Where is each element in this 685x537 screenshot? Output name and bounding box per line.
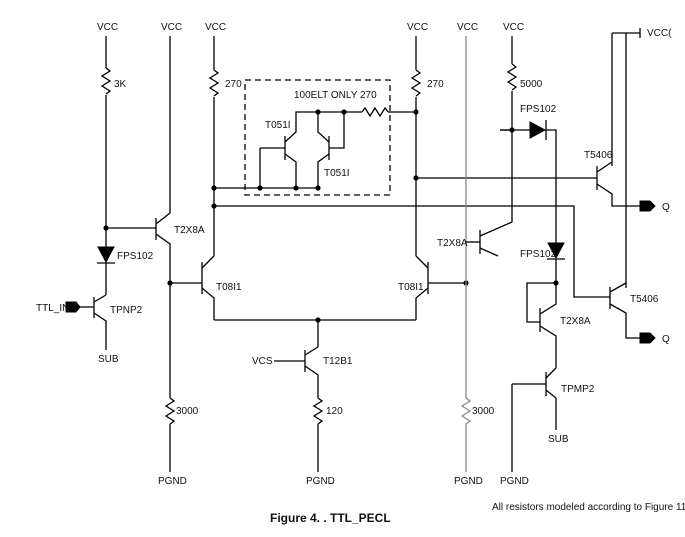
vcs-label: VCS bbox=[252, 356, 273, 367]
t12b1-emitter bbox=[304, 365, 319, 398]
vcc-label-4: VCC bbox=[407, 22, 428, 33]
t2x8a-top-label: T2X8A bbox=[174, 225, 205, 236]
vcc-label-6: VCC bbox=[503, 22, 524, 33]
ttl-in-arrow-icon bbox=[65, 301, 81, 313]
resistor-270-left bbox=[208, 69, 220, 97]
t5406-top-collector bbox=[596, 161, 613, 173]
fps102-mid-label: FPS102 bbox=[520, 249, 557, 260]
t5406-bottom-label: T5406 bbox=[630, 294, 659, 305]
elt-only-box bbox=[244, 79, 391, 196]
tpnp2-emitter bbox=[93, 312, 107, 350]
vcc-label-3: VCC bbox=[205, 22, 226, 33]
t08i1-left-emitter bbox=[201, 287, 215, 320]
t08i1-right-label: T08I1 bbox=[398, 282, 424, 293]
t2x8a-mid-emitter bbox=[479, 247, 499, 257]
pgnd-label-2: PGND bbox=[306, 476, 335, 487]
t051i-bottom-collector bbox=[317, 112, 330, 143]
pgnd-label-4: PGND bbox=[500, 476, 529, 487]
t2x8a-mid-collector bbox=[479, 130, 513, 237]
t08i1-right-emitter bbox=[415, 287, 429, 320]
tpnp2-label: TPNP2 bbox=[110, 305, 143, 316]
t2x8a-low-label: T2X8A bbox=[560, 316, 591, 327]
resistor-footnote: All resistors modeled according to Figur… bbox=[492, 502, 685, 513]
t12b1-collector bbox=[304, 346, 319, 356]
pgnd-label-3: PGND bbox=[454, 476, 483, 487]
r-120-label: 120 bbox=[326, 406, 343, 417]
tpnp2-collector bbox=[93, 294, 107, 303]
t5406-bottom-emitter bbox=[609, 303, 648, 339]
t2x8a-low-collector bbox=[539, 283, 557, 315]
t5406-top-label: T5406 bbox=[584, 150, 613, 161]
r-270-right-label: 270 bbox=[427, 79, 444, 90]
wire-t2x8a-low-loop bbox=[526, 282, 556, 323]
wire-fps102-top-out bbox=[546, 129, 557, 243]
r-270-left-label: 270 bbox=[225, 79, 242, 90]
qbar-output-label: Q bbox=[662, 334, 670, 345]
t051i-top-label: T051I bbox=[265, 120, 291, 131]
resistor-3k bbox=[100, 67, 112, 95]
vcc-label-5: VCC bbox=[457, 22, 478, 33]
sub-label-left: SUB bbox=[98, 354, 119, 365]
tpmp2-label: TPMP2 bbox=[561, 384, 595, 395]
t2x8a-top-collector bbox=[155, 212, 171, 225]
r-270-box-label: 270 bbox=[360, 90, 377, 101]
q-output-label: Q bbox=[662, 202, 670, 213]
diode-fps102-top bbox=[529, 121, 547, 139]
diode-fps102-mid bbox=[547, 242, 565, 260]
t051i-bottom-emitter bbox=[317, 153, 330, 188]
tpmp2-emitter bbox=[545, 389, 557, 430]
t08i1-right-collector bbox=[415, 255, 429, 269]
wire-net-qbar bbox=[214, 205, 610, 298]
vcc-label-cut: VCC( bbox=[647, 28, 672, 39]
sub-label-right: SUB bbox=[548, 434, 569, 445]
t08i1-left-collector bbox=[201, 255, 215, 269]
vcc-label-1: VCC bbox=[97, 22, 118, 33]
resistor-270-right bbox=[410, 69, 422, 97]
fps102-top-label: FPS102 bbox=[520, 104, 557, 115]
t051i-top-emitter bbox=[284, 153, 297, 188]
r-5000-label: 5000 bbox=[520, 79, 543, 90]
t12b1-label: T12B1 bbox=[323, 356, 353, 367]
t2x8a-low-emitter bbox=[539, 325, 557, 368]
r-3000-right-label: 3000 bbox=[472, 406, 495, 417]
resistor-270-box bbox=[361, 106, 389, 118]
resistor-120 bbox=[312, 397, 324, 425]
t051i-bottom-label: T051I bbox=[324, 168, 350, 179]
t08i1-left-label: T08I1 bbox=[216, 282, 242, 293]
tpmp2-collector bbox=[545, 367, 557, 379]
resistor-3000-left bbox=[164, 397, 176, 425]
elt-only-label: 100ELT ONLY bbox=[294, 90, 358, 101]
r-3000-left-label: 3000 bbox=[176, 406, 199, 417]
t051i-top-collector bbox=[284, 111, 344, 143]
figure-caption: Figure 4. . TTL_PECL bbox=[270, 511, 391, 525]
junction-box-left bbox=[257, 185, 263, 191]
t5406-bottom-collector bbox=[609, 282, 627, 293]
vcc-label-2: VCC bbox=[161, 22, 182, 33]
ttl-in-label: TTL_IN bbox=[36, 303, 69, 314]
diode-fps102-left bbox=[97, 246, 115, 264]
resistor-3000-right bbox=[460, 397, 472, 425]
t2x8a-top-emitter bbox=[155, 233, 171, 283]
pgnd-label-1: PGND bbox=[158, 476, 187, 487]
wire-t051i-bottom-base bbox=[329, 112, 345, 149]
resistor-5000 bbox=[506, 63, 518, 91]
t2x8a-mid-label: T2X8A bbox=[437, 238, 468, 249]
t5406-top-emitter bbox=[596, 183, 648, 207]
q-output-arrow-icon bbox=[639, 200, 656, 212]
r-3k-label: 3K bbox=[114, 79, 127, 90]
qbar-output-arrow-icon bbox=[639, 332, 656, 344]
fps102-left-label: FPS102 bbox=[117, 251, 154, 262]
